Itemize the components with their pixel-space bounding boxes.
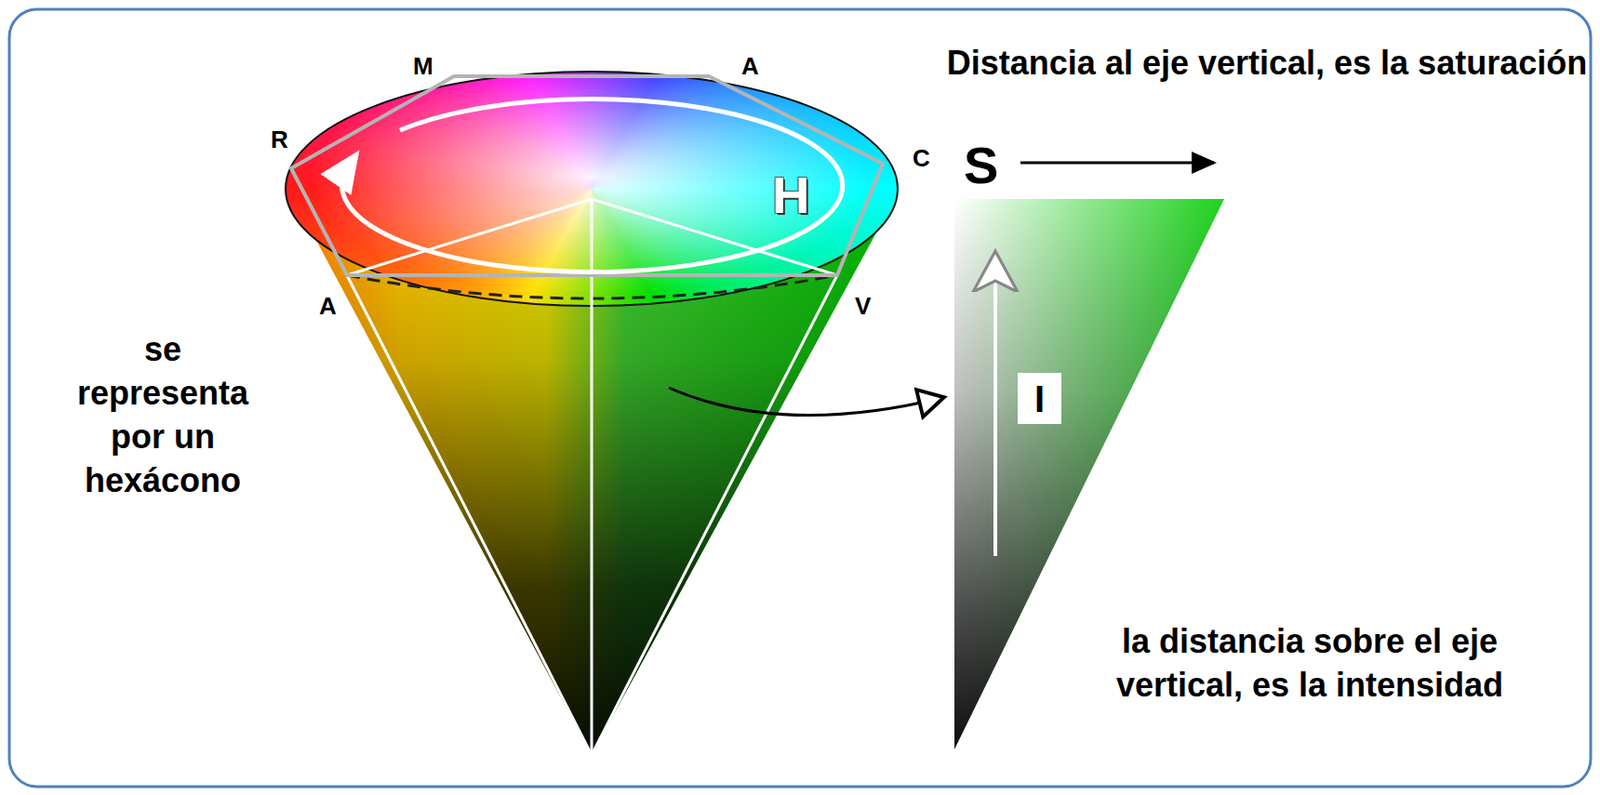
note-text: Distancia al eje vertical, es la saturac… [946, 40, 1588, 85]
note-text: se representa por un hexácono [55, 327, 270, 503]
vertex-letter: R [270, 125, 289, 154]
vertex-letter: V [854, 292, 871, 320]
vertex-letter: A [319, 292, 337, 320]
saturation-symbol: S [963, 135, 999, 196]
intensity-box: I [1017, 373, 1062, 425]
vertex-letter: C [912, 144, 931, 173]
vertex-letter: A [741, 52, 760, 80]
intensity-symbol: I [1034, 378, 1045, 420]
vertex-letter: M [413, 52, 434, 80]
note-text: la distancia sobre el eje vertical, es l… [1105, 619, 1515, 707]
hue-symbol: H [772, 165, 810, 226]
